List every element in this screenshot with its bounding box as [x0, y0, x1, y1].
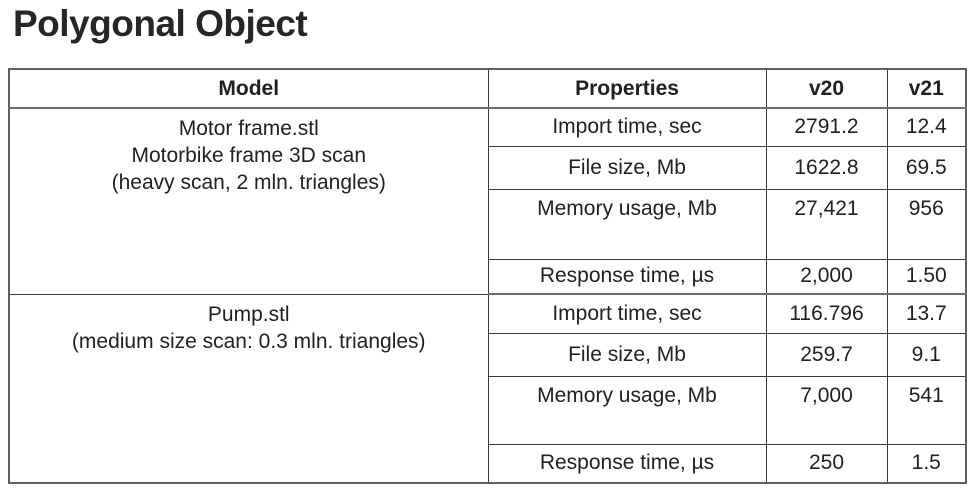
property-label: Import time, sec: [487, 293, 767, 334]
model-note: (heavy scan, 2 mln. triangles): [111, 171, 386, 194]
value-v21: 1.5: [886, 443, 967, 484]
model-note: (medium size scan: 0.3 mln. triangles): [71, 329, 426, 353]
value-v20: 1622.8: [765, 145, 888, 190]
model-description: Motorbike frame 3D scan: [131, 144, 367, 167]
table-row: File size, Mb 1622.8 69.5: [9, 145, 967, 190]
property-label: Import time, sec: [487, 107, 767, 147]
value-v21: 1.50: [886, 258, 967, 295]
value-v21: 12.4: [886, 107, 967, 147]
property-label: Memory usage, Mb: [487, 375, 767, 445]
table-row: Pump.stl (medium size scan: 0.3 mln. tri…: [8, 293, 967, 484]
property-label: File size, Mb: [487, 332, 767, 377]
property-label: Response time, µs: [487, 443, 767, 484]
value-v21: 13.7: [886, 293, 967, 334]
table-row: Response time, µs 2,000 1.50: [9, 258, 967, 295]
property-label: Memory usage, Mb: [487, 188, 767, 260]
table-row: File size, Mb 259.7 9.1: [9, 332, 967, 377]
model-name: Motor frame.stl: [178, 117, 319, 140]
page-title: Polygonal Object: [13, 3, 308, 44]
value-v21: 956: [886, 188, 967, 260]
value-v20: 7,000: [765, 375, 888, 445]
value-v21: 9.1: [886, 332, 967, 377]
property-label: File size, Mb: [487, 145, 767, 190]
header-v20: v20: [765, 68, 888, 109]
model-cell-pump: Pump.stl (medium size scan: 0.3 mln. tri…: [8, 293, 489, 484]
value-v20: 116.796: [765, 293, 888, 334]
value-v21: 69.5: [886, 145, 967, 190]
value-v20: 27,421: [765, 188, 888, 260]
header-row: Model Properties v20 v21: [8, 68, 967, 109]
table-row: Response time, µs 250 1.5: [9, 443, 967, 484]
value-v21: 541: [886, 375, 967, 445]
property-label: Response time, µs: [487, 258, 767, 295]
table-row: Memory usage, Mb 27,421 956: [9, 188, 967, 260]
model-cell-motor-frame: Motor frame.stl Motorbike frame 3D scan …: [8, 107, 489, 295]
table-row: Memory usage, Mb 7,000 541: [9, 375, 967, 445]
table-row: Motor frame.stl Motorbike frame 3D scan …: [8, 107, 967, 295]
value-v20: 250: [765, 443, 888, 484]
header-model: Model: [8, 68, 489, 109]
header-properties: Properties: [487, 68, 767, 109]
value-v20: 259.7: [765, 332, 888, 377]
model-name: Pump.stl: [207, 302, 290, 326]
value-v20: 2,000: [765, 258, 888, 295]
header-v21: v21: [886, 68, 967, 109]
benchmark-table: Model Properties v20 v21 Motor frame.stl…: [8, 68, 967, 484]
value-v20: 2791.2: [765, 107, 888, 147]
